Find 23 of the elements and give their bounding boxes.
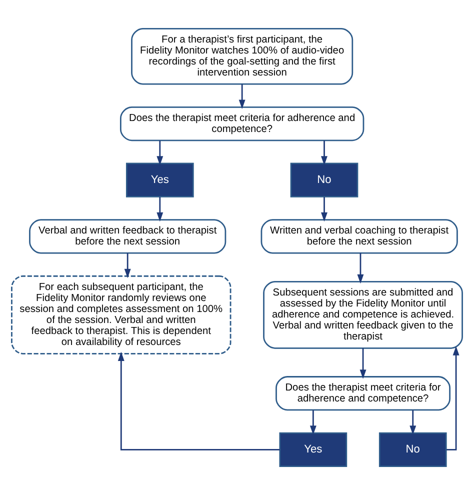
arrow: [360, 348, 366, 379]
node-box: Does the therapist meet criteria for adherence and competence?: [120, 106, 364, 142]
arrow: [118, 352, 280, 450]
node-box: No: [290, 162, 358, 198]
arrow: [238, 84, 246, 109]
node-box: Subsequent sessions are submitted and assessed by the Fidelity Monitor until adherence and competence is achieved. Verbal and written feedback given to the therapist: [263, 280, 463, 349]
arrow: [410, 410, 416, 435]
node-box: Yes: [126, 162, 194, 198]
node-box: Verbal and written feedback to therapist before the next session: [29, 219, 226, 254]
arrow: [321, 197, 328, 222]
arrow: [321, 140, 328, 166]
arrow: [156, 197, 164, 222]
arrow: [156, 140, 164, 166]
node-box: For a therapist’s first participant, the Fidelity Monitor watches 100% of audio-video recordings of the goal-setting and the first intervention session: [131, 28, 354, 85]
node-box: For each subsequent participant, the Fidelity Monitor randomly reviews one session and completes assessment on 100% of the session. Verbal and written feedback to therapist. This is dependent on availability of resources: [11, 275, 232, 354]
node-box: No: [378, 432, 447, 467]
arrow: [124, 253, 131, 278]
arrow: [310, 410, 316, 435]
node-box: Yes: [279, 432, 348, 467]
arrow: [357, 253, 364, 284]
node-box: Written and verbal coaching to therapist before the next session: [260, 219, 458, 254]
arrow: [446, 346, 460, 450]
node-box: Does the therapist meet criteria for adherence and competence?: [276, 376, 450, 411]
